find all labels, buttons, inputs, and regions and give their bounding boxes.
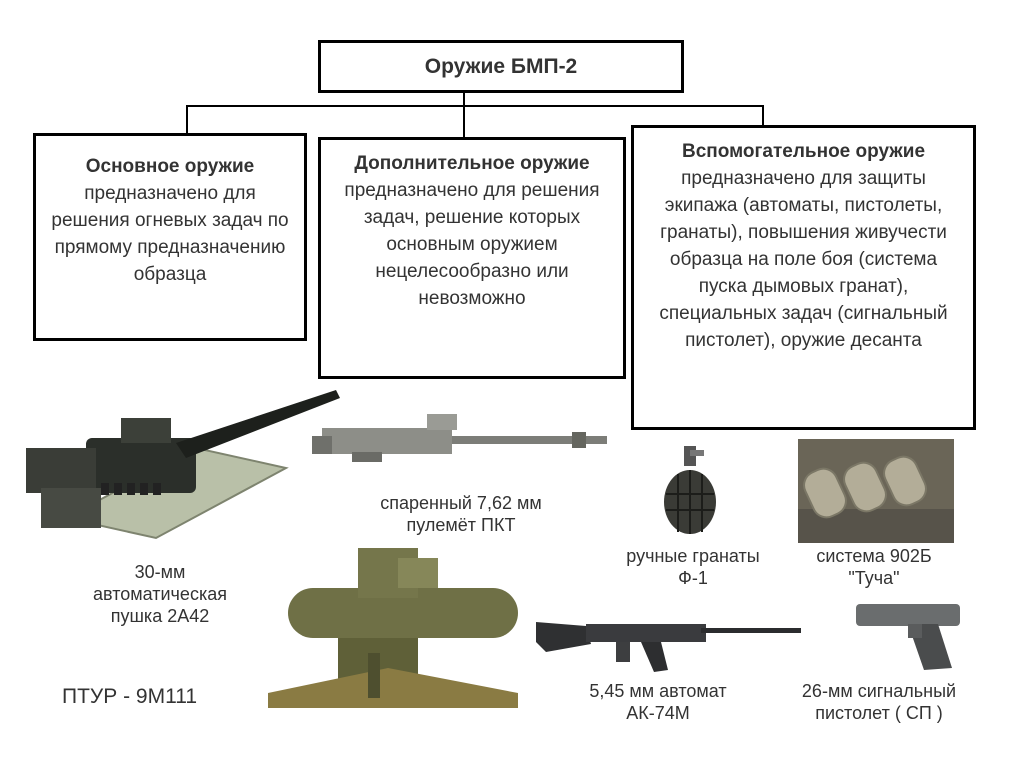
main-weapon-box: Основное оружие предназначено для решени… [33,133,307,341]
connector-left [186,105,188,133]
main-weapon-text: предназначено для решения огневых задач … [48,180,292,288]
signal-pistol-image [852,598,964,674]
pkt-machine-gun-image [312,410,612,470]
connector-middle [463,105,465,137]
connector-horizontal [186,105,764,107]
f1-grenade-image [660,444,718,536]
title-box: Оружие БМП-2 [318,40,684,93]
atgm-9m111-caption: ПТУР - 9М111 [62,686,262,708]
signal-pistol-caption: 26-мм сигнальный пистолет ( СП ) [774,680,984,724]
ak74m-image [536,612,802,674]
additional-weapon-heading: Дополнительное оружие [337,150,607,177]
auxiliary-weapon-text: предназначено для защиты экипажа (автома… [644,165,963,354]
ak74m-caption: 5,45 мм автомат АК-74М [560,680,756,724]
f1-grenade-caption: ручные гранаты Ф-1 [623,545,763,589]
tucha-system-caption: система 902Б "Туча" [794,545,954,589]
tucha-system-image [798,439,954,543]
diagram-title: Оружие БМП-2 [425,55,578,78]
atgm-9m111-image [268,543,522,715]
cannon-2a42-image [26,388,342,548]
additional-weapon-text: предназначено для решения задач, решение… [337,177,607,312]
additional-weapon-box: Дополнительное оружие предназначено для … [318,137,626,379]
auxiliary-weapon-heading: Вспомогательное оружие [644,138,963,165]
cannon-2a42-caption: 30-мм автоматическая пушка 2А42 [70,561,250,627]
connector-right [762,105,764,125]
auxiliary-weapon-box: Вспомогательное оружие предназначено для… [631,125,976,430]
main-weapon-heading: Основное оружие [48,153,292,180]
pkt-machine-gun-caption: спаренный 7,62 мм пулемёт ПКТ [356,492,566,536]
